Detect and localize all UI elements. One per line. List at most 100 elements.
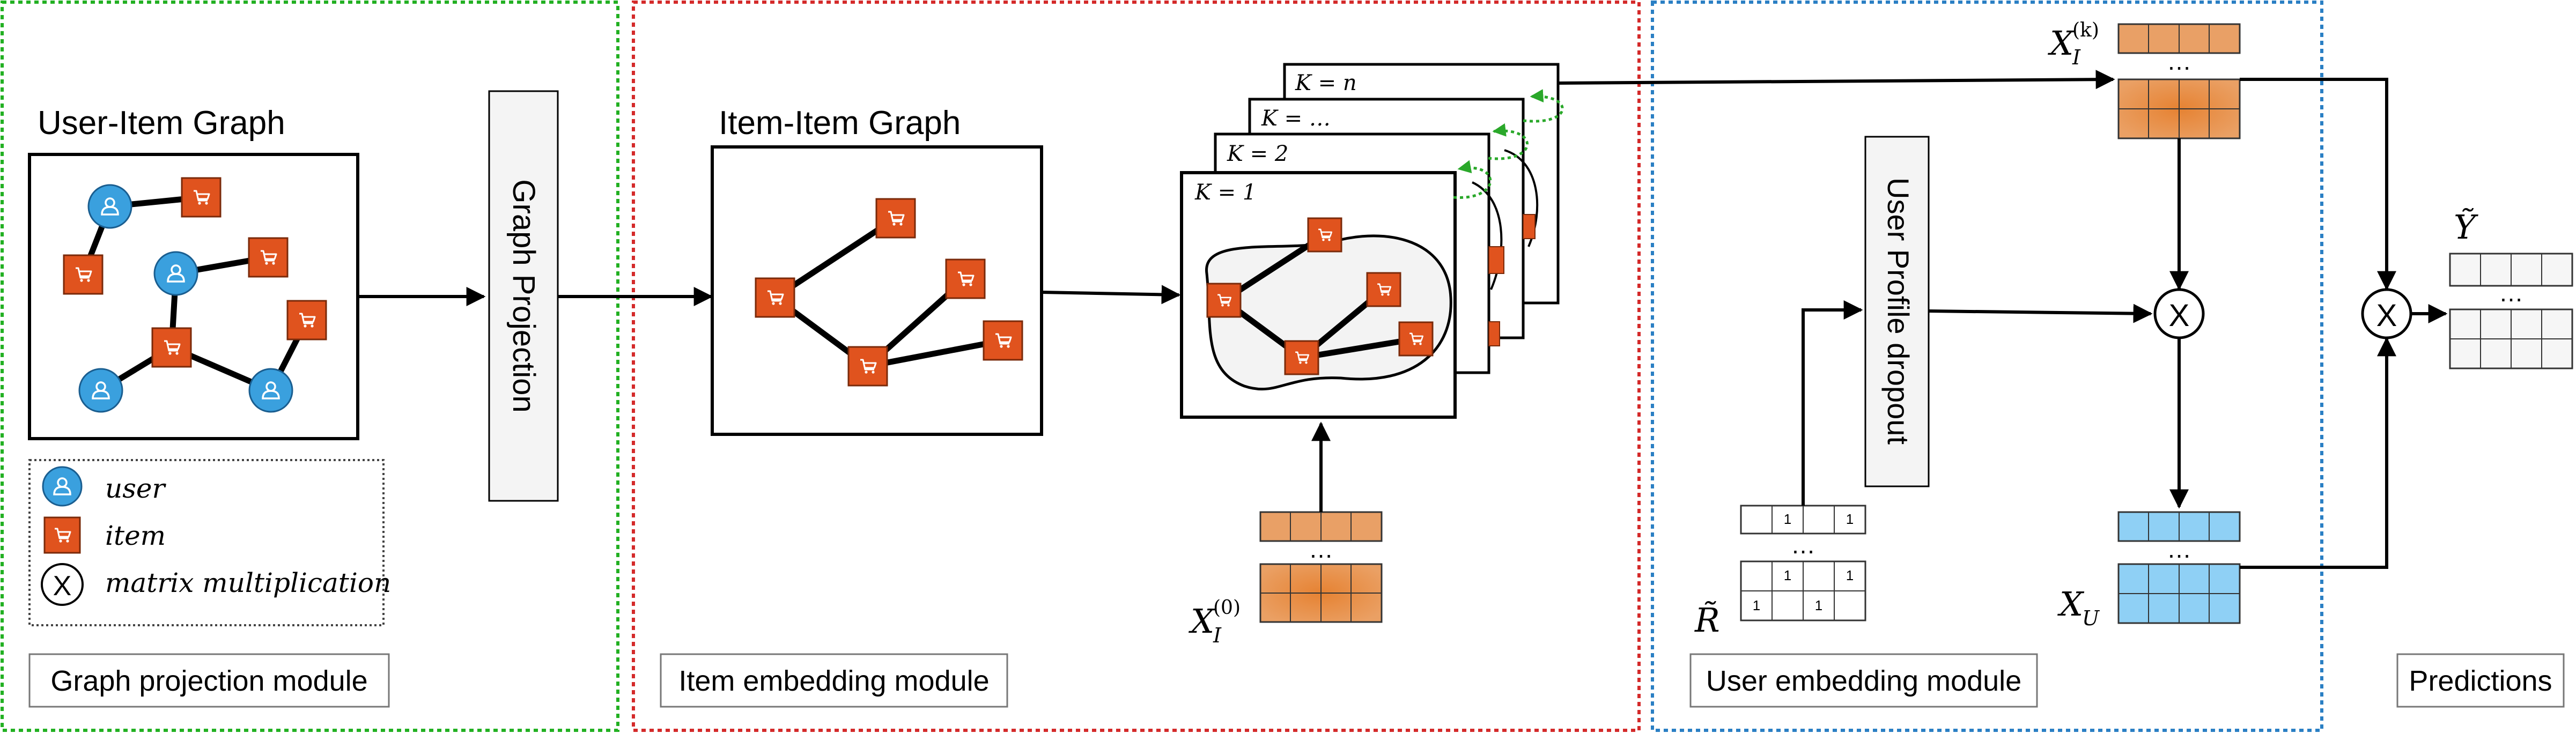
arrow-dropout-to-mult: [1928, 303, 2153, 323]
y-matrix-bottom: [2449, 308, 2573, 369]
arrow-x-ik-to-pred-mult: [2240, 78, 2396, 291]
item-node-icon: [181, 177, 222, 218]
svg-text:K = 2: K = 2: [1227, 142, 1288, 166]
svg-text:X: X: [2376, 298, 2397, 333]
graph-projection-module-label-box: [28, 653, 390, 708]
item-node-icon: [151, 327, 192, 368]
r-matrix-cells: 1 1 1 1 1 1: [1753, 511, 1854, 613]
graph-projection-box: [488, 90, 559, 502]
user-embedding-module-label-box: [1689, 653, 2038, 708]
item-embedding-module-border: [632, 1, 1641, 732]
predictions-label-box: [2396, 653, 2565, 708]
svg-text:I: I: [2072, 46, 2081, 69]
x-u-dots: …: [2167, 535, 2191, 563]
svg-text:(k): (k): [2072, 19, 2099, 41]
k-layer-1: K = 1: [1180, 171, 1457, 419]
item-node-icon: [875, 198, 916, 239]
user-node-icon: [248, 368, 293, 413]
svg-text:K = n: K = n: [1295, 71, 1357, 95]
item-node-icon: [847, 346, 888, 387]
user-profile-dropout-label: User Profile dropout: [1881, 177, 1915, 445]
item-node-partial: [1523, 214, 1536, 239]
user-node-icon: [87, 184, 132, 229]
x-ik-matrix-top: [2117, 23, 2241, 54]
svg-text:K = …: K = …: [1261, 106, 1331, 131]
recurrent-arrows: [1453, 89, 1564, 199]
item-node-icon: [983, 320, 1023, 361]
legend-item-label: item: [105, 520, 166, 551]
predictions-label: Predictions: [2409, 665, 2552, 697]
arrow-r-to-dropout: [1802, 300, 1863, 506]
svg-text:K = 1: K = 1: [1194, 180, 1256, 205]
item-item-graph-nodes: [755, 198, 1023, 387]
item-embedding-module-label-box: [660, 653, 1008, 708]
y-tilde-label: Ỹ: [2454, 208, 2478, 247]
user-embedding-module-border: [1651, 1, 2323, 732]
r-matrix-cell: 1: [1784, 511, 1791, 527]
r-matrix-top: [1740, 505, 1866, 535]
arrow-kn-to-x-ik: [1558, 70, 2115, 90]
item-node-icon: [755, 277, 795, 318]
item-item-graph-title: Item-Item Graph: [719, 105, 961, 142]
x-i0-label: X I (0): [1189, 597, 1241, 647]
r-matrix-cell: 1: [1784, 567, 1791, 583]
x-u-matrix-bottom: [2117, 563, 2241, 624]
user-node-icon: [153, 251, 198, 296]
user-node-icon: [78, 368, 123, 413]
x-i0-dots: …: [1309, 535, 1333, 563]
svg-text:X: X: [53, 571, 72, 602]
graph-projection-module-label: Graph projection module: [50, 665, 367, 697]
r-matrix-cell: 1: [1753, 597, 1760, 613]
x-ik-label: X I (k): [2048, 19, 2099, 69]
user-profile-dropout-box: [1864, 136, 1930, 487]
legend-user-icon: [42, 466, 83, 507]
svg-text:X: X: [2057, 584, 2085, 624]
arrow-x-u-to-pred-mult: [2240, 337, 2396, 569]
x-i0-matrix-bottom: [1259, 563, 1383, 623]
r-matrix-cell: 1: [1846, 567, 1854, 583]
svg-text:X: X: [1189, 602, 1216, 641]
prediction-mult-node: X: [2361, 288, 2412, 339]
legend-box: [28, 459, 385, 626]
x-u-label: X U: [2057, 584, 2100, 630]
item-node-icon: [1366, 272, 1401, 307]
item-node-icon: [945, 258, 986, 299]
legend-user-label: user: [105, 473, 166, 504]
item-node-icon: [63, 254, 104, 295]
graph-projection-label: Graph Projection: [506, 179, 541, 412]
item-node-icon: [1307, 217, 1342, 253]
user-item-graph-nodes: [63, 177, 327, 413]
legend-item-icon: [43, 516, 81, 554]
item-node-partial: [1488, 246, 1504, 274]
item-node-icon: [286, 300, 327, 340]
item-node-icon: [248, 237, 289, 278]
svg-text:X: X: [2169, 298, 2190, 333]
svg-text:I: I: [1213, 624, 1222, 647]
item-node-icon: [1398, 321, 1434, 357]
x-ik-matrix-bottom: [2117, 78, 2241, 139]
item-node-partial: [1488, 321, 1500, 346]
r-tilde-label: R̃: [1694, 601, 1720, 640]
y-matrix-dots: …: [2499, 279, 2523, 307]
legend-matmul-icon: X: [41, 563, 84, 606]
r-matrix-cell: 1: [1846, 511, 1854, 527]
graph-projection-module-border: [1, 1, 619, 732]
r-matrix-cell: 1: [1815, 597, 1822, 613]
item-embedding-module-label: Item embedding module: [678, 665, 989, 697]
item-node-icon: [1206, 283, 1242, 318]
r-matrix-dots: …: [1791, 531, 1815, 559]
x-u-matrix-top: [2117, 511, 2241, 542]
legend-matmul-label: matrix multiplication: [105, 567, 391, 598]
x-ik-dots: …: [2167, 47, 2191, 75]
user-embedding-module-label: User embedding module: [1706, 665, 2021, 697]
svg-text:U: U: [2082, 606, 2100, 630]
arrow-to-k-layers: [1041, 285, 1181, 305]
r-matrix-bottom: [1740, 560, 1866, 621]
y-matrix-top: [2449, 253, 2573, 287]
svg-text:(0): (0): [1213, 597, 1241, 619]
item-node-icon: [1284, 340, 1319, 375]
user-mult-node: X: [2153, 288, 2205, 339]
svg-text:X: X: [2048, 24, 2075, 63]
user-item-graph-title: User-Item Graph: [38, 105, 285, 142]
